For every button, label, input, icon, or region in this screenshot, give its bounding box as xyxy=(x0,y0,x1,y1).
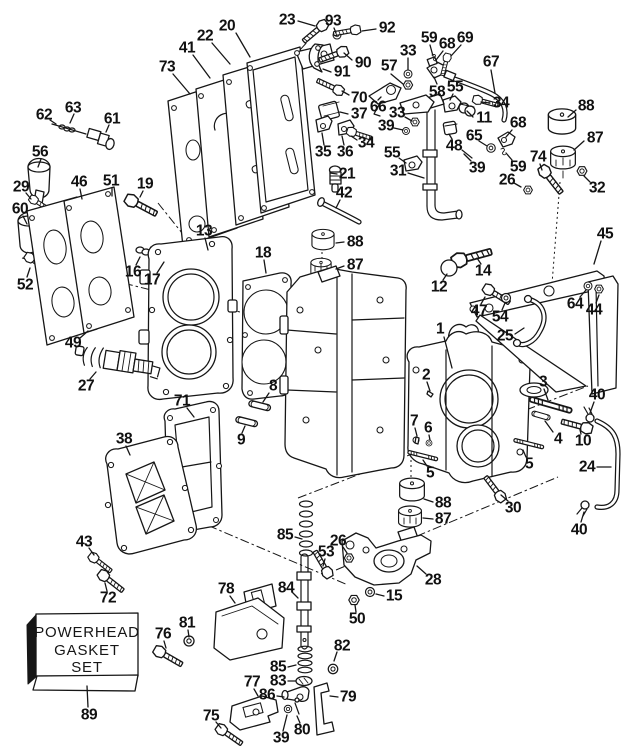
part-78-bracket xyxy=(213,583,285,661)
part-64-washer xyxy=(583,281,593,291)
part-53-bolt xyxy=(309,547,336,581)
part-38-reed-block xyxy=(104,435,198,555)
part-35-retainer xyxy=(315,115,333,133)
part-15-washer xyxy=(364,586,376,598)
part-84-shift-rod xyxy=(296,553,312,650)
part-68-fitting-b xyxy=(497,131,516,148)
callout-leader-lines xyxy=(22,20,612,732)
part-31-tube xyxy=(419,93,463,221)
part-79-bracket xyxy=(313,682,335,736)
part-55-fitting-a xyxy=(442,95,462,113)
part-59-clip-b xyxy=(500,148,506,156)
powerhead-gasket-set-box: POWERHEAD GASKET SET xyxy=(26,612,140,692)
part-6-washer xyxy=(425,439,433,447)
part-26-nut-b xyxy=(343,553,355,563)
part-85-spring-upper xyxy=(298,500,314,557)
part-26-nut-a xyxy=(523,185,533,195)
part-67-hose xyxy=(443,69,508,123)
part-18-head-gasket xyxy=(241,272,292,400)
part-50-nut xyxy=(348,594,360,606)
part-83-disc xyxy=(295,675,313,687)
part-7-pin xyxy=(414,436,420,445)
part-30-bolt xyxy=(480,472,509,505)
part-57-nut xyxy=(402,80,414,90)
gasket-set-line-2: GASKET xyxy=(54,642,120,659)
part-3-stud xyxy=(528,395,574,415)
part-77-bracket xyxy=(229,695,279,731)
part-2-pin xyxy=(426,390,434,398)
part-12-ball xyxy=(440,259,458,277)
part-33-nut xyxy=(410,117,420,127)
part-exhaust-cover-plates xyxy=(167,43,335,248)
part-44-nut xyxy=(594,284,604,294)
part-87-cap-c xyxy=(397,505,423,528)
part-24-hose xyxy=(594,418,621,510)
part-54-washer xyxy=(500,292,512,304)
part-88-cap-c xyxy=(399,477,425,502)
part-40-clamp-a xyxy=(583,406,595,423)
part-39-pin xyxy=(461,149,473,159)
part-37-canister xyxy=(318,100,341,122)
part-85-spring-lower xyxy=(297,645,313,674)
part-25-hose xyxy=(512,294,547,348)
gasket-set-line-3: SET xyxy=(71,659,103,676)
part-23-bolt xyxy=(299,17,331,47)
part-42-hose xyxy=(317,197,362,225)
part-88-cap-b xyxy=(311,228,335,251)
part-87-cap-a xyxy=(550,145,576,179)
part-88-cap-a xyxy=(547,108,577,135)
part-80-pin xyxy=(294,697,300,715)
part-91-bracket xyxy=(308,43,324,73)
part-32-nut xyxy=(576,166,588,176)
part-39-washer-c xyxy=(283,704,293,714)
part-28-bracket xyxy=(341,526,432,586)
part-55-fitting-b xyxy=(403,155,423,172)
part-33-washer xyxy=(403,69,413,79)
part-48-mount xyxy=(442,120,458,136)
part-27-spark-plug xyxy=(74,345,161,380)
part-70-bolt xyxy=(314,75,346,98)
part-76-bolt xyxy=(150,643,186,671)
part-49-head-covers xyxy=(26,186,135,346)
part-21-fitting xyxy=(328,165,342,193)
part-66-lever xyxy=(368,82,402,117)
part-39-washer-a xyxy=(402,127,410,135)
gasket-set-line-1: POWERHEAD xyxy=(34,624,140,641)
part-8-dowel xyxy=(247,399,272,412)
part-61-62-63-needle-valve xyxy=(51,123,115,151)
part-13-cylinder-head xyxy=(138,235,238,401)
part-19-bolt xyxy=(122,191,161,221)
part-57-arm-bracket xyxy=(399,94,435,115)
part-4-pin xyxy=(530,409,552,422)
part-9-dowel xyxy=(234,415,259,428)
part-cylinder-block xyxy=(279,228,407,479)
part-65-washer xyxy=(486,143,496,153)
part-11-clamp xyxy=(458,102,476,117)
part-34-bolt-b xyxy=(345,125,374,144)
part-82-washer xyxy=(327,663,339,675)
part-56-cup xyxy=(27,157,51,205)
